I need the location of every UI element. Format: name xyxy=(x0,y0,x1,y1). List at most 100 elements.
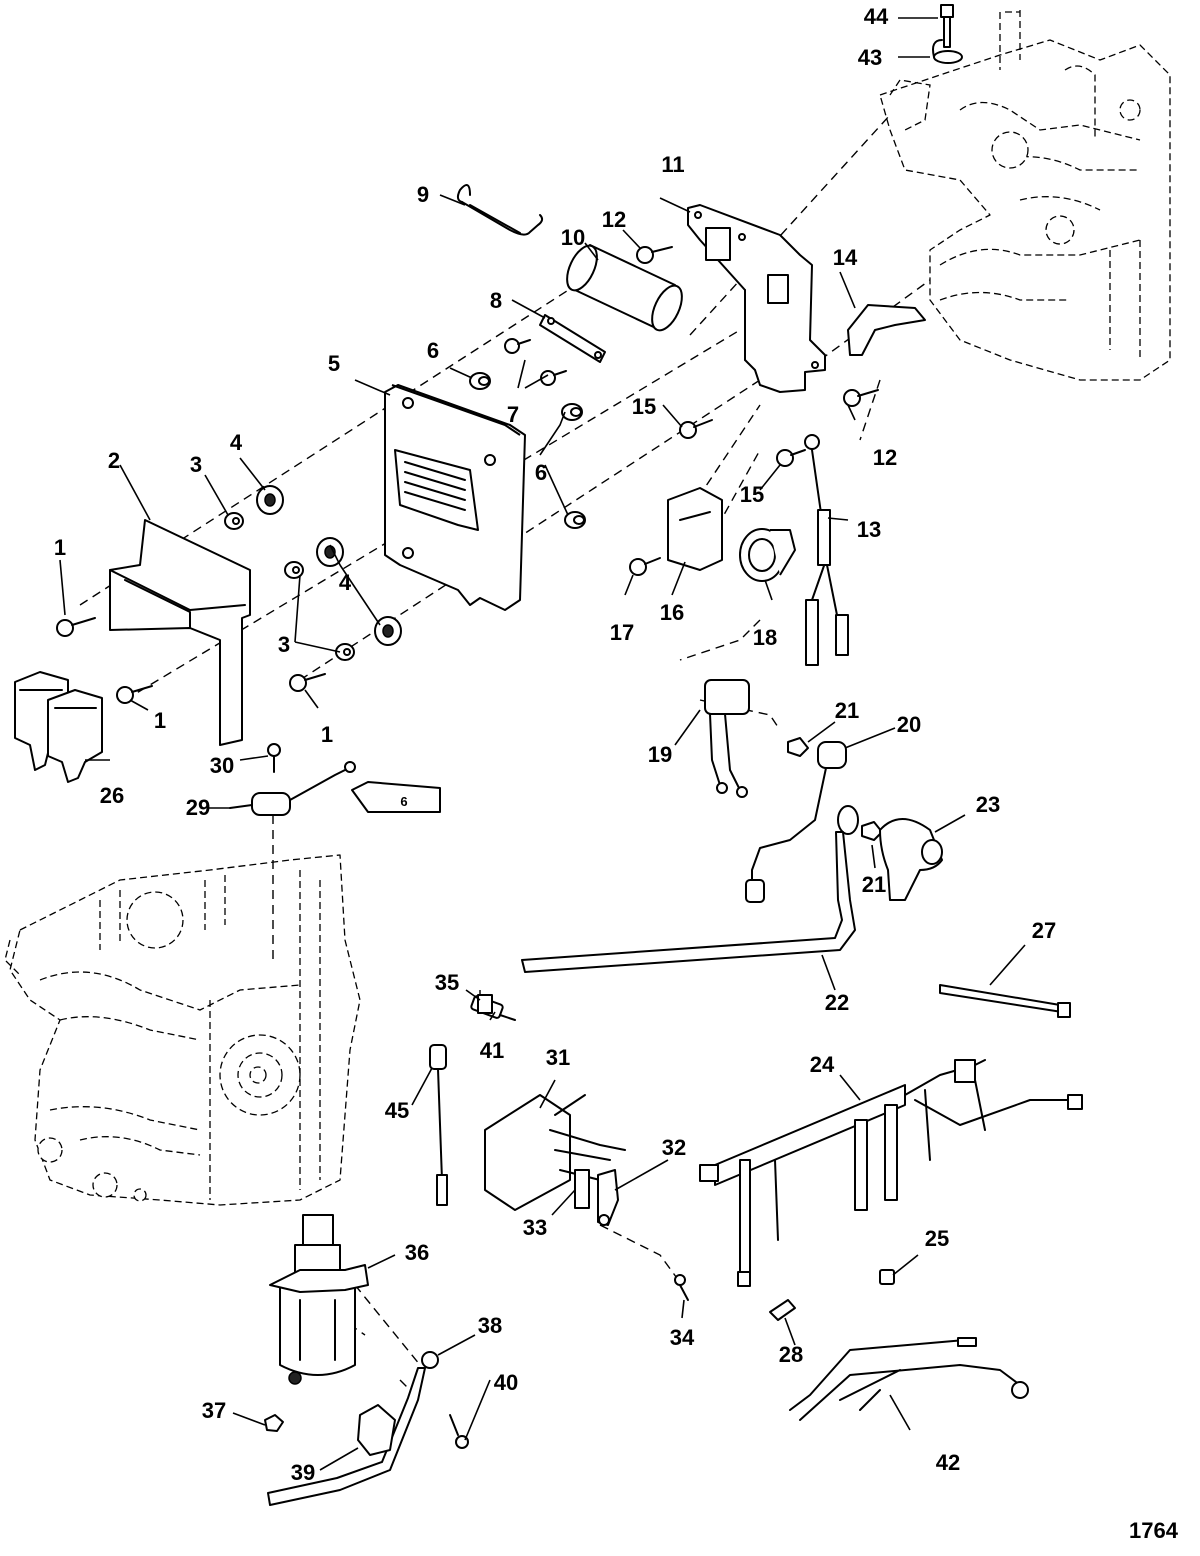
engine-block-lower-ghost xyxy=(4,854,361,1206)
part-8-strap xyxy=(539,314,606,363)
part-6-grommet-mid xyxy=(561,403,583,421)
part-20-spark-plug-lead xyxy=(745,741,847,903)
part-3-washer-b xyxy=(284,561,304,579)
part-39-cable-clamp xyxy=(357,1404,396,1456)
part-15-screw-a xyxy=(679,419,713,439)
callout-2: 2 xyxy=(108,448,120,473)
callout-21-lower: 21 xyxy=(862,872,886,897)
callout-45: 45 xyxy=(385,1098,409,1123)
callout-42: 42 xyxy=(936,1450,960,1475)
part-24-wiring-harness xyxy=(699,1059,1083,1287)
callout-44: 44 xyxy=(864,4,889,29)
part-25-fuse xyxy=(879,1269,895,1285)
part-12-screw-lower xyxy=(843,389,879,407)
part-1-screw-b xyxy=(116,685,153,704)
callout-6-mid: 6 xyxy=(535,460,547,485)
callout-11: 11 xyxy=(661,152,684,177)
callout-3-a: 3 xyxy=(190,452,202,477)
part-9-retainer-clip xyxy=(456,184,544,236)
part-12-screw-upper xyxy=(636,246,673,264)
callout-27: 27 xyxy=(1032,918,1056,943)
callout-34: 34 xyxy=(670,1325,695,1350)
part-23-spark-plug-boot xyxy=(879,818,943,901)
callout-37: 37 xyxy=(202,1398,226,1423)
callout-17: 17 xyxy=(610,620,634,645)
part-6-grommet-low xyxy=(564,511,586,529)
part-30-screw xyxy=(267,743,281,773)
part-16-cover xyxy=(667,487,723,571)
callout-43: 43 xyxy=(858,45,882,70)
callout-25: 25 xyxy=(925,1226,949,1251)
callout-28: 28 xyxy=(779,1342,803,1367)
callout-21-upper: 21 xyxy=(835,698,859,723)
callout-12-upper: 12 xyxy=(602,207,626,232)
callout-31: 31 xyxy=(546,1045,570,1070)
part-11-mounting-bracket xyxy=(687,204,826,393)
part-4-mount-a xyxy=(256,485,284,515)
callout-36: 36 xyxy=(405,1240,429,1265)
part-29-temperature-sensor xyxy=(229,761,356,816)
part-38-starter-cable xyxy=(267,1351,439,1506)
callout-39: 39 xyxy=(291,1460,315,1485)
part-1-screw-c xyxy=(289,673,326,692)
callout-7: 7 xyxy=(507,402,519,427)
callout-12-lower: 12 xyxy=(873,445,897,470)
callout-15-b: 15 xyxy=(740,482,764,507)
part-42-sub-harness xyxy=(789,1337,1029,1421)
part-1-screw-a xyxy=(56,617,96,637)
leader-lines xyxy=(59,17,1026,1471)
callout-13: 13 xyxy=(857,517,881,542)
callout-1-b: 1 xyxy=(154,708,166,733)
callout-8: 8 xyxy=(490,288,502,313)
callout-5: 5 xyxy=(328,351,340,376)
callout-20: 20 xyxy=(897,712,921,737)
callout-33: 33 xyxy=(523,1215,547,1240)
callout-10: 10 xyxy=(561,225,585,250)
part-43-clamp xyxy=(932,39,963,64)
part-22-ground-strap xyxy=(521,805,859,973)
part-34-screw xyxy=(674,1274,689,1301)
part-10-capacitor xyxy=(566,244,683,332)
callout-23: 23 xyxy=(976,792,1000,817)
callout-4-a: 4 xyxy=(230,430,243,455)
callout-40: 40 xyxy=(494,1370,518,1395)
callout-6-top: 6 xyxy=(427,338,439,363)
part-3-washer-c xyxy=(335,643,355,661)
part-44-bolt xyxy=(940,4,954,48)
callout-numbers: 44 43 9 10 11 12 8 14 5 6 6 7 15 12 15 1… xyxy=(54,4,1056,1485)
callout-35: 35 xyxy=(435,970,459,995)
callout-15-a: 15 xyxy=(632,394,656,419)
part-36-starter-motor xyxy=(269,1214,369,1385)
part-5-ecm-module xyxy=(384,384,526,611)
part-21-nut-lower xyxy=(861,821,883,841)
callout-38: 38 xyxy=(478,1313,502,1338)
part-26-connectors xyxy=(14,671,103,783)
part-45-spark-plug-lead xyxy=(429,1044,448,1206)
part-13-sensor-lead xyxy=(804,434,849,666)
figure-id: 1764 xyxy=(1129,1518,1179,1543)
part-2-ecm-bracket xyxy=(109,519,251,746)
part-17-screw xyxy=(629,557,661,576)
part-28-cap xyxy=(769,1299,796,1321)
sealant-tube: 6 xyxy=(351,781,441,813)
part-19-ignition-coil xyxy=(704,679,750,798)
part-3-washer-a xyxy=(224,512,244,530)
callout-41: 41 xyxy=(480,1038,504,1063)
callout-4-b: 4 xyxy=(339,570,352,595)
part-41-spark-plug xyxy=(477,994,493,1014)
part-6-grommet-top xyxy=(469,372,491,390)
callout-9: 9 xyxy=(417,182,429,207)
callout-3-b: 3 xyxy=(278,632,290,657)
callout-1-c: 1 xyxy=(321,722,333,747)
part-15-screw-b xyxy=(776,449,806,467)
part-40-bolt xyxy=(449,1414,469,1449)
tube-label: 6 xyxy=(400,794,407,809)
callout-22: 22 xyxy=(825,990,849,1015)
callout-19: 19 xyxy=(648,742,672,767)
callout-32: 32 xyxy=(662,1135,686,1160)
callout-14: 14 xyxy=(833,245,858,270)
callout-29: 29 xyxy=(186,795,210,820)
callout-26: 26 xyxy=(100,783,124,808)
